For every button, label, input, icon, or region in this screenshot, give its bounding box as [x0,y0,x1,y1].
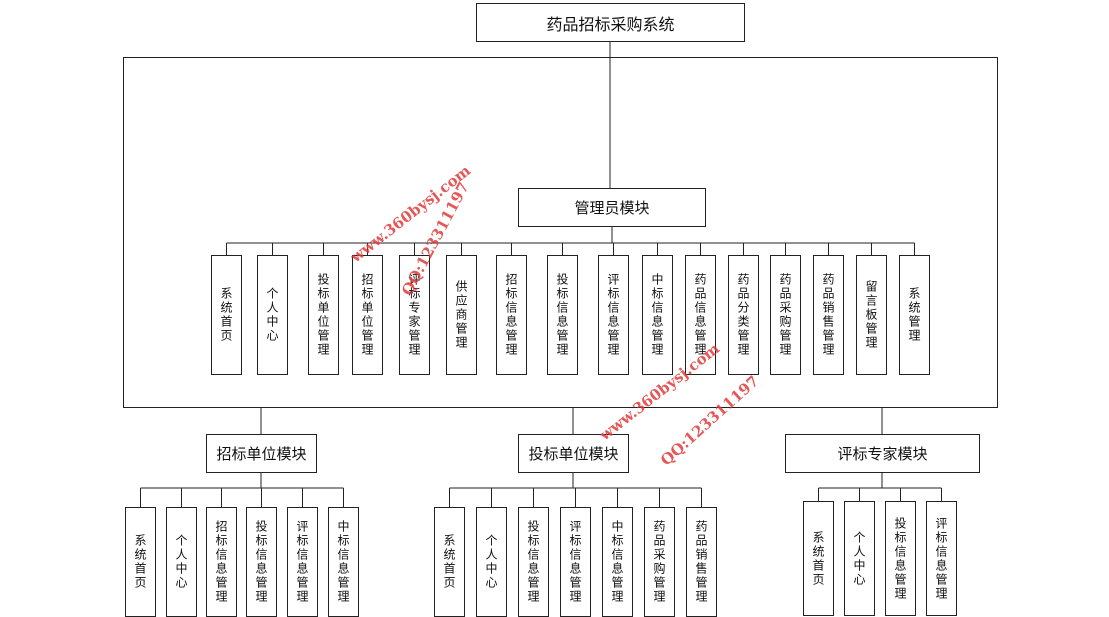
node-label: 药品销售管理 [694,520,708,604]
admin-node-15: 留言板管理 [856,255,887,375]
admin-node-9: 评标信息管理 [598,255,629,375]
module-3-node-2: 个人中心 [844,501,875,616]
node-label: 个人中心 [484,534,498,590]
system-title: 药品招标采购系统 [476,3,745,42]
node-label: 系统首页 [811,530,825,587]
node-label: 药品采购管理 [778,273,792,357]
admin-node-2: 个人中心 [257,255,288,375]
expert-module-box: 评标专家模块 [785,434,980,473]
module-1-node-3: 招标信息管理 [206,507,237,617]
node-label: 投标信息管理 [555,273,569,357]
admin-frame [123,57,998,408]
node-label: 评标信息管理 [934,516,948,601]
node-label: 个人中心 [174,534,188,590]
module-3-node-4: 评标信息管理 [926,501,957,616]
node-label: 招标信息管理 [504,273,518,357]
node-label: 系统首页 [442,534,456,590]
bidder-unit-module-box: 投标单位模块 [518,434,629,473]
node-label: 评标信息管理 [568,520,582,604]
node-label: 药品分类管理 [736,273,750,357]
node-label: 系统首页 [133,534,147,590]
admin-node-1: 系统首页 [211,255,242,375]
node-label: 评标信息管理 [606,273,620,357]
admin-node-14: 药品销售管理 [813,255,844,375]
node-label: 投标信息管理 [254,520,268,604]
admin-node-10: 中标信息管理 [642,255,673,375]
module-3-node-1: 系统首页 [803,501,834,616]
admin-node-8: 投标信息管理 [547,255,578,375]
module-2-node-2: 个人中心 [476,507,507,617]
tender-unit-module-box: 招标单位模块 [206,434,317,473]
module-1-node-4: 投标信息管理 [246,507,277,617]
module-1-node-1: 系统首页 [125,507,156,617]
admin-node-3: 投标单位管理 [308,255,339,375]
module-1-node-5: 评标信息管理 [287,507,318,617]
node-label: 个人中心 [852,530,866,587]
node-label: 药品采购管理 [652,520,666,604]
node-label: 留言板管理 [864,280,878,350]
node-label: 药品信息管理 [693,273,707,357]
node-label: 投标单位管理 [316,273,330,357]
admin-node-12: 药品分类管理 [728,255,759,375]
node-label: 评标专家管理 [407,273,421,357]
admin-node-7: 招标信息管理 [496,255,527,375]
module-2-node-4: 评标信息管理 [560,507,591,617]
admin-node-16: 系统管理 [899,255,930,375]
admin-node-5: 评标专家管理 [399,255,430,375]
admin-node-6: 供应商管理 [446,255,477,375]
module-1-node-2: 个人中心 [166,507,197,617]
node-label: 系统首页 [219,287,233,343]
admin-node-11: 药品信息管理 [685,255,716,375]
module-2-node-5: 中标信息管理 [602,507,633,617]
admin-module-box: 管理员模块 [518,188,706,227]
node-label: 投标信息管理 [526,520,540,604]
admin-node-13: 药品采购管理 [770,255,801,375]
node-label: 中标信息管理 [650,273,664,357]
module-2-node-6: 药品采购管理 [644,507,675,617]
node-label: 药品销售管理 [821,273,835,357]
node-label: 系统管理 [907,287,921,343]
node-label: 中标信息管理 [610,520,624,604]
module-2-node-7: 药品销售管理 [686,507,717,617]
node-label: 个人中心 [265,287,279,343]
node-label: 供应商管理 [454,280,468,350]
node-label: 评标信息管理 [295,520,309,604]
node-label: 招标信息管理 [214,520,228,604]
module-2-node-3: 投标信息管理 [518,507,549,617]
module-1-node-6: 中标信息管理 [328,507,359,617]
module-2-node-1: 系统首页 [434,507,465,617]
module-3-node-3: 投标信息管理 [885,501,916,616]
node-label: 招标单位管理 [360,273,374,357]
admin-node-4: 招标单位管理 [352,255,383,375]
node-label: 投标信息管理 [893,516,907,601]
node-label: 中标信息管理 [336,520,350,604]
